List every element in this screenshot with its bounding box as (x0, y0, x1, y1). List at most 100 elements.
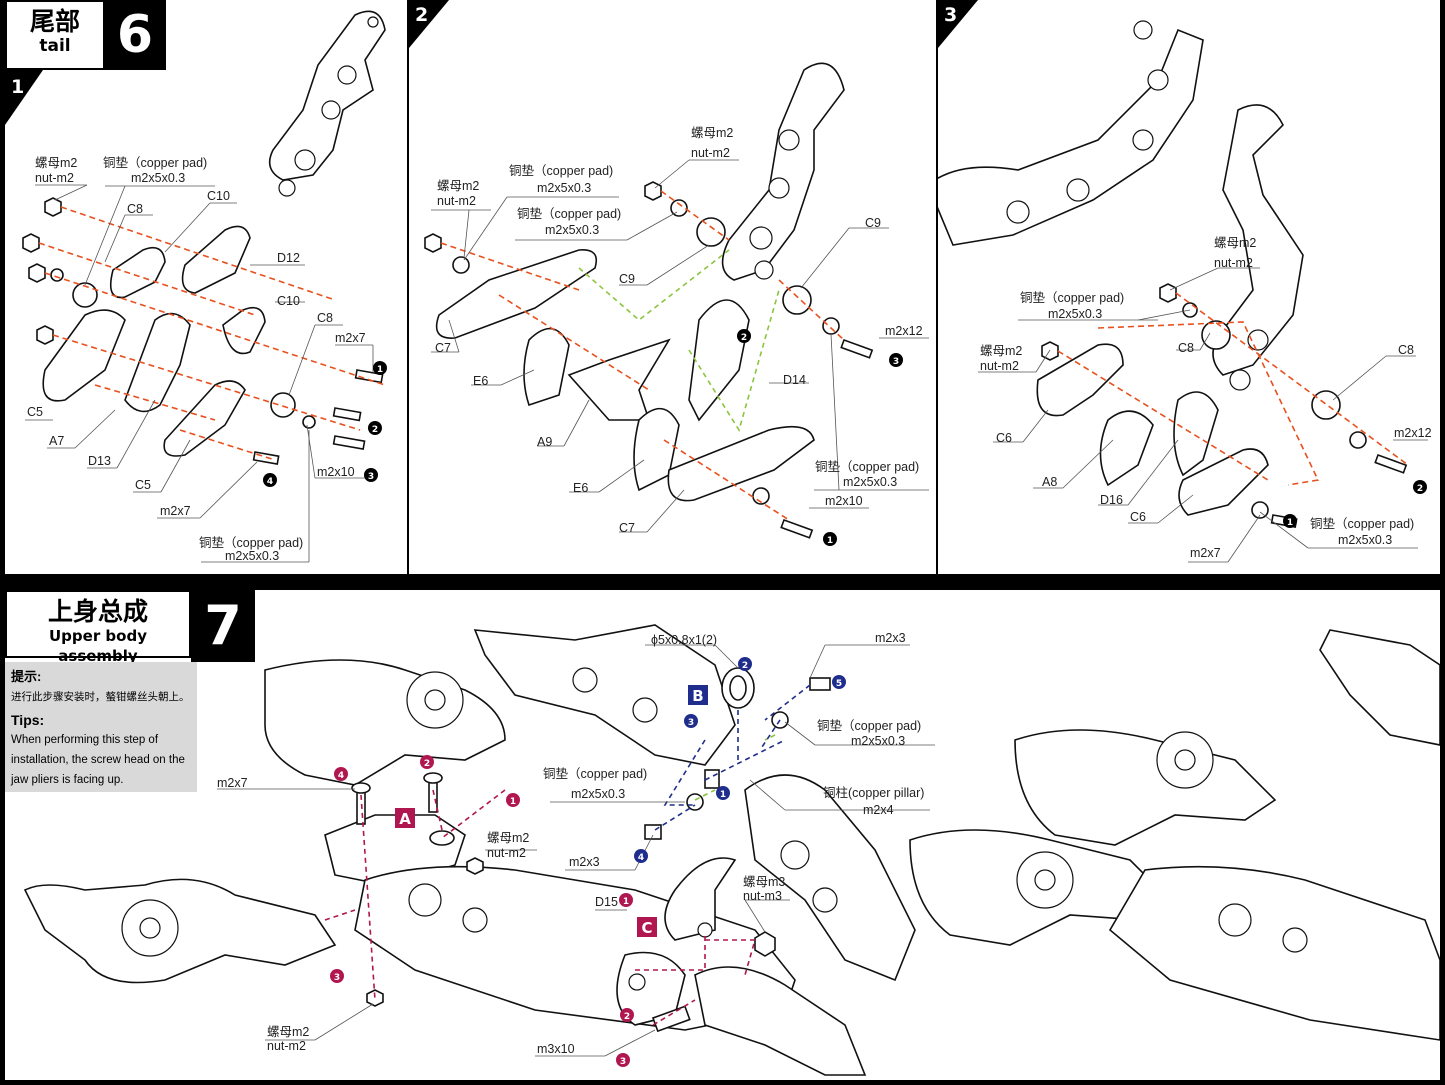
label-c7b: C7 (619, 521, 635, 535)
leaders (431, 159, 929, 533)
marker-1: 1 (377, 365, 383, 375)
assembled-view-drawing (909, 629, 1440, 1041)
svg-text:3: 3 (620, 1057, 626, 1067)
label-pad-a: 铜垫（copper pad) (509, 163, 613, 178)
leaders (217, 644, 935, 1057)
svg-text:2: 2 (424, 759, 430, 769)
label-a8: A8 (1042, 475, 1057, 489)
label-nut-cn: 螺母m2 (35, 156, 77, 170)
label-m2x7b: m2x7 (160, 504, 191, 518)
label-c6a: C6 (996, 431, 1012, 445)
svg-text:C: C (641, 919, 652, 937)
label-pad-a-size: m2x5x0.3 (1048, 307, 1102, 321)
label-pad-b-size: m2x5x0.3 (1338, 533, 1392, 547)
svg-text:5: 5 (836, 679, 842, 689)
marker-2: 2 (1417, 484, 1423, 494)
assembly-lines (38, 206, 386, 461)
svg-text:1: 1 (510, 797, 516, 807)
marker-1: 1 (827, 536, 833, 546)
label-nut-en-a: nut-m2 (1214, 256, 1253, 270)
label-m2x3a: m2x3 (875, 631, 906, 645)
step6-panel1: 螺母m2 nut-m2 铜垫（copper pad) m2x5x0.3 C8 C… (5, 0, 407, 574)
tail-drawing (938, 20, 1304, 391)
label-nut-cn-b: 螺母m2 (267, 1025, 309, 1039)
label-m2x12: m2x12 (1394, 426, 1432, 440)
parts (424, 181, 874, 539)
label-m2x12: m2x12 (885, 324, 923, 338)
step6-title-box: 尾部 tail (5, 0, 105, 70)
label-pad-a-size: m2x5x0.3 (851, 734, 905, 748)
panel2-number: 2 (415, 4, 429, 26)
badge-b (688, 685, 708, 705)
tips-en-head: Tips: (11, 712, 45, 728)
tips-cn-body: 进行此步骤安装时，螯钳螺丝头朝上。 (11, 691, 190, 703)
label-pad-b: 铜垫（copper pad) (543, 766, 647, 781)
svg-text:A: A (399, 810, 411, 828)
tail-assembly-drawing (268, 10, 386, 197)
label-pillar-size: m2x4 (863, 803, 894, 817)
label-c5b: C5 (135, 478, 151, 492)
label-pad-b: 铜垫（copper pad) (517, 206, 621, 221)
panel1-corner (5, 70, 43, 125)
label-e6a: E6 (473, 374, 488, 388)
svg-text:2: 2 (742, 661, 748, 671)
label-nut-cn-a: 螺母m2 (437, 179, 479, 193)
label-c10a: C10 (207, 189, 230, 203)
label-d12: D12 (277, 251, 300, 265)
svg-text:2: 2 (624, 1012, 630, 1022)
step7-title-box: 上身总成 Upper body assembly (5, 590, 191, 665)
tips-en-body: When performing this step of installatio… (11, 734, 185, 786)
leaders (25, 184, 374, 563)
label-pad-a-size: m2x5x0.3 (537, 181, 591, 195)
nuts (22, 197, 62, 345)
label-m3x10: m3x10 (537, 1042, 575, 1056)
label-c8a: C8 (127, 202, 143, 216)
label-d14: D14 (783, 373, 806, 387)
step6-title-cn: 尾部 (29, 7, 80, 36)
label-pad-c-size: m2x5x0.3 (843, 475, 897, 489)
marker-2: 2 (741, 333, 747, 343)
step6-number: 6 (104, 0, 166, 70)
label-nut-cn-a: 螺母m2 (487, 831, 529, 845)
label-m2x10: m2x10 (317, 465, 355, 479)
label-c8a: C8 (1178, 341, 1194, 355)
label-nut-m3-en: nut-m3 (743, 889, 782, 903)
label-m2x7: m2x7 (1190, 546, 1221, 560)
label-m2x10: m2x10 (825, 494, 863, 508)
order-markers: 1 2 (1283, 480, 1427, 528)
assembly-lines (1057, 292, 1409, 486)
label-phi: ϕ5x0.8x1(2) (651, 633, 717, 647)
tips-box: 提示: 进行此步骤安装时，螯钳螺丝头朝上。 Tips: When perform… (5, 662, 197, 792)
label-d13: D13 (88, 454, 111, 468)
label-c6b: C6 (1130, 510, 1146, 524)
svg-text:B: B (692, 687, 703, 705)
panel2-diagram: 螺母m2 nut-m2 螺母m2 nut-m2 铜垫（copper pad) m… (409, 0, 929, 546)
panel3-corner (938, 0, 978, 48)
label-d15: D15 (595, 895, 618, 909)
badge-c (637, 917, 657, 937)
marker-3: 3 (893, 357, 899, 367)
order-markers: 1 2 3 (737, 329, 903, 546)
label-pad-bot-size: m2x5x0.3 (225, 549, 279, 563)
marker-2: 2 (372, 425, 378, 435)
label-pad-bot: 铜垫（copper pad) (199, 535, 303, 550)
order-markers-b: 1 2 3 4 5 (634, 657, 846, 863)
label-pad-b-size: m2x5x0.3 (571, 787, 625, 801)
step6-panel3: 螺母m2 nut-m2 铜垫（copper pad) m2x5x0.3 螺母m2… (938, 0, 1440, 574)
svg-text:4: 4 (638, 853, 644, 863)
label-pad-a: 铜垫（copper pad) (1020, 290, 1124, 305)
badge-a (395, 808, 415, 828)
svg-text:1: 1 (623, 897, 629, 907)
label-m2x7a: m2x7 (335, 331, 366, 345)
arm-b-drawing (473, 624, 831, 840)
svg-text:3: 3 (334, 973, 340, 983)
assembly-lines (324, 684, 811, 1026)
step7-number: 7 (191, 590, 255, 662)
label-pad-b-size: m2x5x0.3 (545, 223, 599, 237)
label-c5a: C5 (27, 405, 43, 419)
label-nut-en-b: nut-m2 (267, 1039, 306, 1053)
svg-text:4: 4 (338, 771, 344, 781)
order-markers-a: 1 2 3 4 (330, 755, 520, 983)
label-nut-en-b: nut-m2 (691, 146, 730, 160)
panel3-number: 3 (944, 4, 958, 26)
